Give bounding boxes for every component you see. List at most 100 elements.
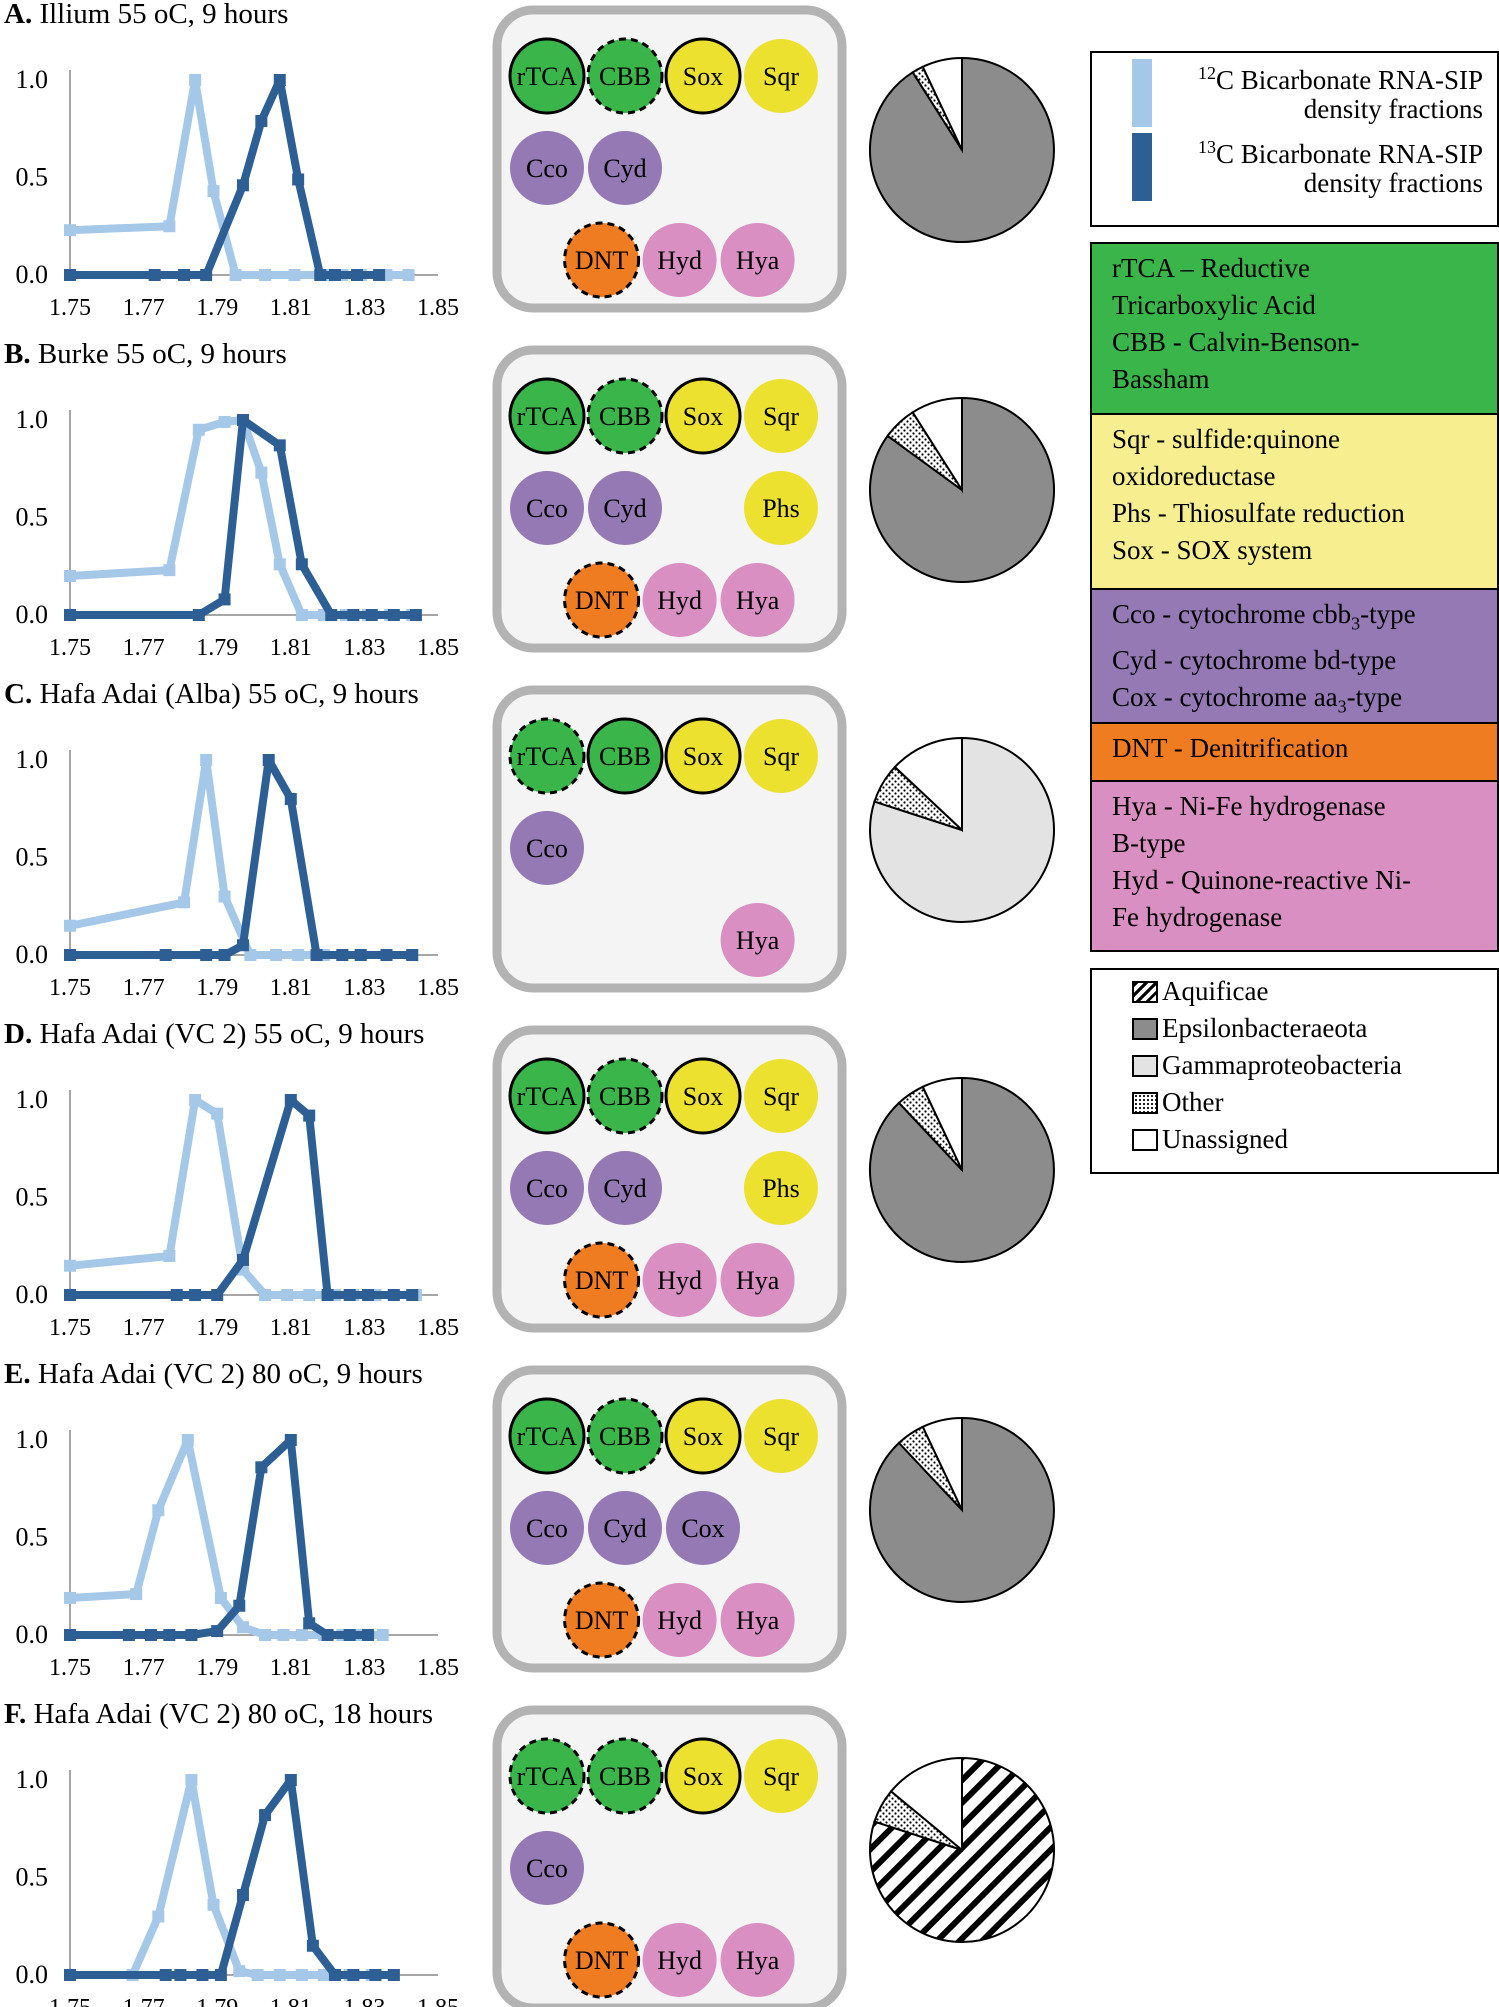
module-cco (510, 131, 584, 205)
data-point-c13 (347, 1969, 360, 1981)
legend-epsilon: Epsilonbacteraeota (1132, 1013, 1367, 1043)
module-label: rTCA (517, 62, 578, 91)
module-label: Cyd (603, 154, 646, 183)
data-point-c12 (281, 1289, 294, 1301)
panel-title-text: Burke 55 oC, 9 hours (37, 338, 287, 370)
module-hya (720, 1583, 795, 1657)
panel-letter: C. (4, 678, 33, 710)
y-tick-label: 1.0 (16, 1425, 49, 1454)
data-point-c12 (64, 1591, 76, 1604)
data-point-c12 (229, 269, 242, 281)
data-point-c13 (284, 1094, 297, 1106)
module-label: Sox (683, 1422, 723, 1451)
data-point-c13 (170, 1289, 183, 1301)
x-tick-label: 1.83 (343, 1655, 385, 1681)
data-point-c12 (292, 949, 305, 961)
module-label: Sqr (763, 402, 799, 431)
panel-title: D. Hafa Adai (VC 2) 55 oC, 9 hours (4, 1020, 424, 1049)
panel-6: 0.00.51.01.751.771.791.811.831.85rTCACBB… (16, 1705, 1056, 2007)
module-phs (744, 471, 818, 545)
module-label: Hyd (657, 1946, 702, 1975)
data-point-c12 (207, 1898, 220, 1911)
module-label: Cco (526, 494, 568, 523)
legend-rtca-line2: Tricarboxylic Acid (1112, 290, 1316, 320)
panel-title: F. Hafa Adai (VC 2) 80 oC, 18 hours (4, 1700, 433, 1729)
legend-carbon-fixation: rTCA – Reductive Tricarboxylic Acid CBB … (1092, 244, 1497, 415)
x-tick-label: 1.81 (270, 1655, 312, 1681)
data-point-c12 (295, 609, 308, 621)
module-label: CBB (599, 402, 651, 431)
data-point-c13 (159, 949, 172, 961)
pie-slice-unassigned (911, 396, 963, 494)
x-tick-label: 1.77 (123, 1655, 165, 1681)
module-label: Sqr (763, 1422, 799, 1451)
data-point-c12 (273, 1969, 286, 1981)
module-label: Hyd (657, 1266, 702, 1295)
module-label: Sox (683, 62, 723, 91)
data-point-c13 (336, 949, 349, 961)
module-cbb (586, 717, 664, 795)
data-point-c12 (178, 896, 191, 909)
panel-title-text: Hafa Adai (VC 2) 80 oC, 18 hours (33, 1698, 434, 1730)
legend-aquificae: Aquificae (1132, 976, 1268, 1006)
x-tick-label: 1.85 (417, 635, 459, 661)
legend-cbb-line: CBB - Calvin-Benson- (1112, 327, 1360, 357)
module-label: Hya (736, 1946, 780, 1975)
data-point-c13 (64, 1969, 76, 1981)
module-cox (666, 1491, 740, 1565)
pie-slice-unassigned (889, 1756, 963, 1853)
data-point-c12 (317, 1969, 330, 1981)
legend-gamma: Gammaproteobacteria (1132, 1050, 1402, 1080)
series-line-c13 (70, 1436, 369, 1639)
data-point-c12 (207, 185, 220, 198)
data-point-c13 (189, 1289, 202, 1301)
pie-slice-unassigned (921, 1076, 963, 1171)
data-point-c13 (200, 949, 213, 961)
legend-gamma-label: Gammaproteobacteria (1162, 1050, 1402, 1080)
data-point-c13 (64, 1629, 76, 1641)
x-tick-label: 1.85 (417, 1995, 459, 2007)
module-sox (664, 377, 742, 455)
module-phs (744, 1151, 818, 1225)
pie-slice-unassigned (893, 736, 963, 833)
panel-title: C. Hafa Adai (Alba) 55 oC, 9 hours (4, 680, 419, 709)
data-point-c13 (144, 1629, 157, 1641)
legend-denitrification: DNT - Denitrification (1092, 724, 1497, 782)
y-tick-label: 0.0 (16, 600, 49, 629)
module-dnt (563, 1241, 641, 1319)
data-point-c12 (295, 1969, 308, 1981)
module-label: Sox (683, 1082, 723, 1111)
x-tick-label: 1.85 (417, 1655, 459, 1681)
pathway-legend: rTCA – Reductive Tricarboxylic Acid CBB … (1090, 242, 1499, 952)
y-tick-label: 0.5 (16, 503, 49, 532)
legend-cox-line: Cox - cytochrome aa3-type (1112, 679, 1487, 725)
y-tick-label: 1.0 (16, 1765, 49, 1794)
legend-aquificae-swatch (1132, 981, 1158, 1003)
module-label: CBB (599, 1762, 651, 1791)
x-tick-label: 1.75 (49, 635, 91, 661)
x-tick-label: 1.75 (49, 1995, 91, 2007)
legend-13c-isotope: 13 (1198, 137, 1217, 157)
y-tick-label: 0.0 (16, 260, 49, 289)
data-point-c12 (152, 1910, 165, 1923)
module-label: Sox (683, 402, 723, 431)
data-point-c13 (343, 1289, 356, 1301)
panel-title-text: Hafa Adai (Alba) 55 oC, 9 hours (39, 678, 419, 710)
module-dnt (563, 221, 641, 299)
module-cbb (586, 1397, 664, 1475)
pie-slice-unassigned (921, 56, 963, 151)
data-point-c13 (321, 1629, 334, 1641)
module-sqr (744, 1739, 818, 1813)
x-tick-label: 1.83 (343, 975, 385, 1001)
x-tick-label: 1.77 (123, 295, 165, 321)
module-hya (720, 1243, 795, 1317)
data-point-c12 (214, 1591, 227, 1604)
data-point-c13 (200, 269, 213, 281)
x-tick-label: 1.83 (343, 1315, 385, 1341)
legend-13c-line1: 13C Bicarbonate RNA-SIP (1198, 129, 1483, 173)
module-label: Cco (526, 1514, 568, 1543)
data-point-c12 (255, 466, 268, 479)
module-label: Cyd (603, 1514, 646, 1543)
panel-letter: E. (4, 1358, 31, 1390)
module-label: rTCA (517, 402, 578, 431)
